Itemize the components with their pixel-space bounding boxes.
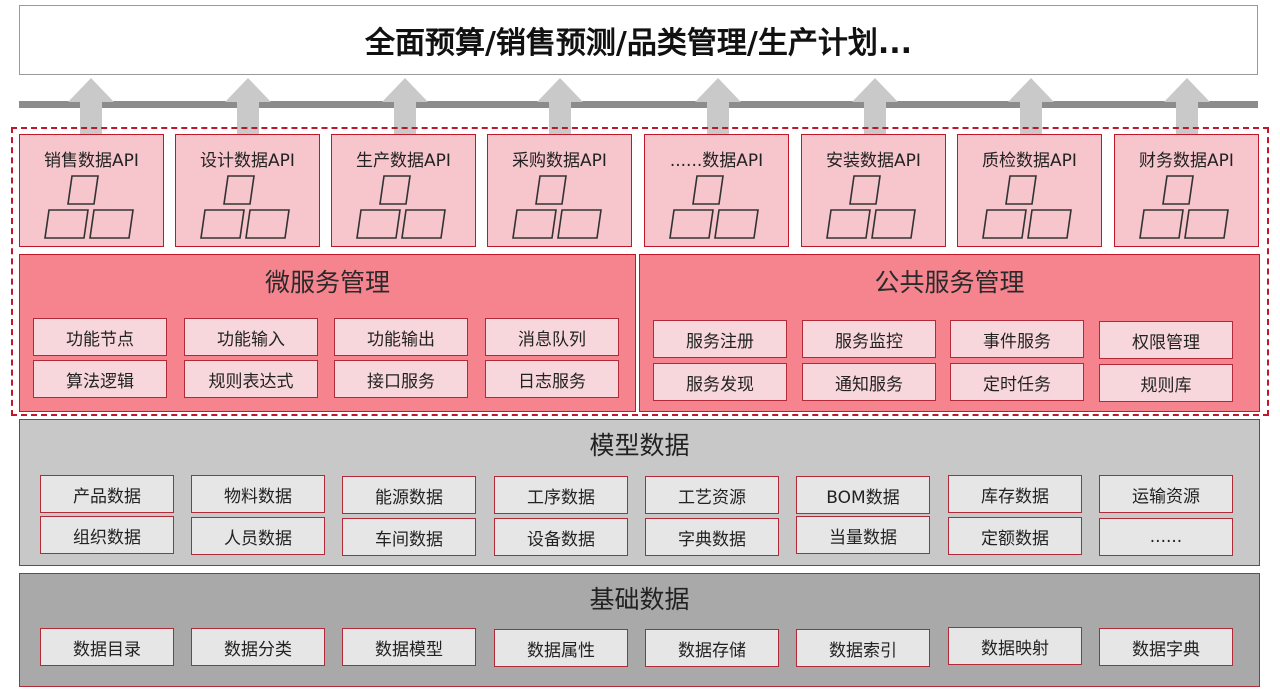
api-label: ......数据API	[669, 151, 764, 171]
api-label: 质检数据API	[982, 151, 1077, 171]
model-item: 工序数据	[494, 476, 628, 514]
api-label: 财务数据API	[1139, 151, 1234, 171]
panel-title: 模型数据	[589, 431, 690, 460]
ms-item: 功能节点	[33, 318, 167, 356]
ms-item: 功能输入	[184, 318, 318, 356]
api-card-design: 设计数据API	[175, 134, 320, 247]
ms-item: 规则表达式	[184, 360, 318, 398]
model-item: 物料数据	[191, 475, 325, 513]
ps-item: 权限管理	[1099, 321, 1233, 359]
up-arrow-icon	[1008, 78, 1054, 135]
up-arrow-icon	[1164, 78, 1210, 135]
connector-line	[19, 101, 1258, 108]
up-arrow-icon	[695, 78, 741, 135]
blocks-icon	[1139, 175, 1229, 239]
api-card-installation: 安装数据API	[801, 134, 946, 247]
api-label: 生产数据API	[356, 151, 451, 171]
blocks-icon	[356, 175, 446, 239]
ms-item: 日志服务	[485, 360, 619, 398]
api-label: 采购数据API	[512, 151, 607, 171]
ms-item: 功能输出	[334, 318, 468, 356]
ps-item: 服务注册	[653, 320, 787, 358]
model-item: BOM数据	[796, 476, 930, 514]
up-arrow-icon	[68, 78, 114, 135]
foundation-item: 数据分类	[191, 628, 325, 666]
up-arrow-icon	[225, 78, 271, 135]
model-item: 设备数据	[494, 518, 628, 556]
ps-item: 事件服务	[950, 320, 1084, 358]
foundation-item: 数据模型	[342, 628, 476, 666]
api-label: 设计数据API	[200, 151, 295, 171]
api-service-region	[11, 127, 1269, 416]
model-item: 运输资源	[1099, 475, 1233, 513]
model-item: 能源数据	[342, 476, 476, 514]
ps-item: 规则库	[1099, 364, 1233, 402]
api-label: 销售数据API	[44, 151, 139, 171]
panel-title: 公共服务管理	[874, 268, 1025, 297]
api-card-etc: ......数据API	[644, 134, 789, 247]
foundation-item: 数据存储	[645, 629, 779, 667]
model-item: 人员数据	[191, 517, 325, 555]
foundation-item: 数据映射	[948, 627, 1082, 665]
blocks-icon	[44, 175, 134, 239]
blocks-icon	[669, 175, 759, 239]
panel-title: 微服务管理	[264, 268, 390, 297]
panel-title: 基础数据	[589, 585, 690, 614]
api-card-sales: 销售数据API	[19, 134, 164, 247]
model-item: 定额数据	[948, 517, 1082, 555]
api-card-procurement: 采购数据API	[487, 134, 632, 247]
ps-item: 定时任务	[950, 363, 1084, 401]
ps-item: 通知服务	[802, 363, 936, 401]
foundation-item: 数据属性	[494, 629, 628, 667]
foundation-item: 数据字典	[1099, 628, 1233, 666]
foundation-item: 数据索引	[796, 629, 930, 667]
model-item: 库存数据	[948, 475, 1082, 513]
api-card-quality: 质检数据API	[957, 134, 1102, 247]
up-arrow-icon	[537, 78, 583, 135]
ps-item: 服务发现	[653, 363, 787, 401]
blocks-icon	[982, 175, 1072, 239]
api-card-finance: 财务数据API	[1114, 134, 1259, 247]
blocks-icon	[512, 175, 602, 239]
model-item: 组织数据	[40, 516, 174, 554]
model-item: 当量数据	[796, 516, 930, 554]
ms-item: 接口服务	[334, 360, 468, 398]
foundation-item: 数据目录	[40, 628, 174, 666]
blocks-icon	[200, 175, 290, 239]
model-item: 车间数据	[342, 518, 476, 556]
ms-item: 消息队列	[485, 318, 619, 356]
top-banner: 全面预算/销售预测/品类管理/生产计划...	[19, 5, 1258, 75]
up-arrow-icon	[382, 78, 428, 135]
model-item: 工艺资源	[645, 476, 779, 514]
model-item: 字典数据	[645, 518, 779, 556]
up-arrow-icon	[852, 78, 898, 135]
banner-title: 全面预算/销售预测/品类管理/生产计划...	[364, 26, 913, 61]
api-card-production: 生产数据API	[331, 134, 476, 247]
blocks-icon	[826, 175, 916, 239]
ms-item: 算法逻辑	[33, 360, 167, 398]
api-label: 安装数据API	[826, 151, 921, 171]
model-item: 产品数据	[40, 475, 174, 513]
ps-item: 服务监控	[802, 320, 936, 358]
model-item: ......	[1099, 518, 1233, 556]
